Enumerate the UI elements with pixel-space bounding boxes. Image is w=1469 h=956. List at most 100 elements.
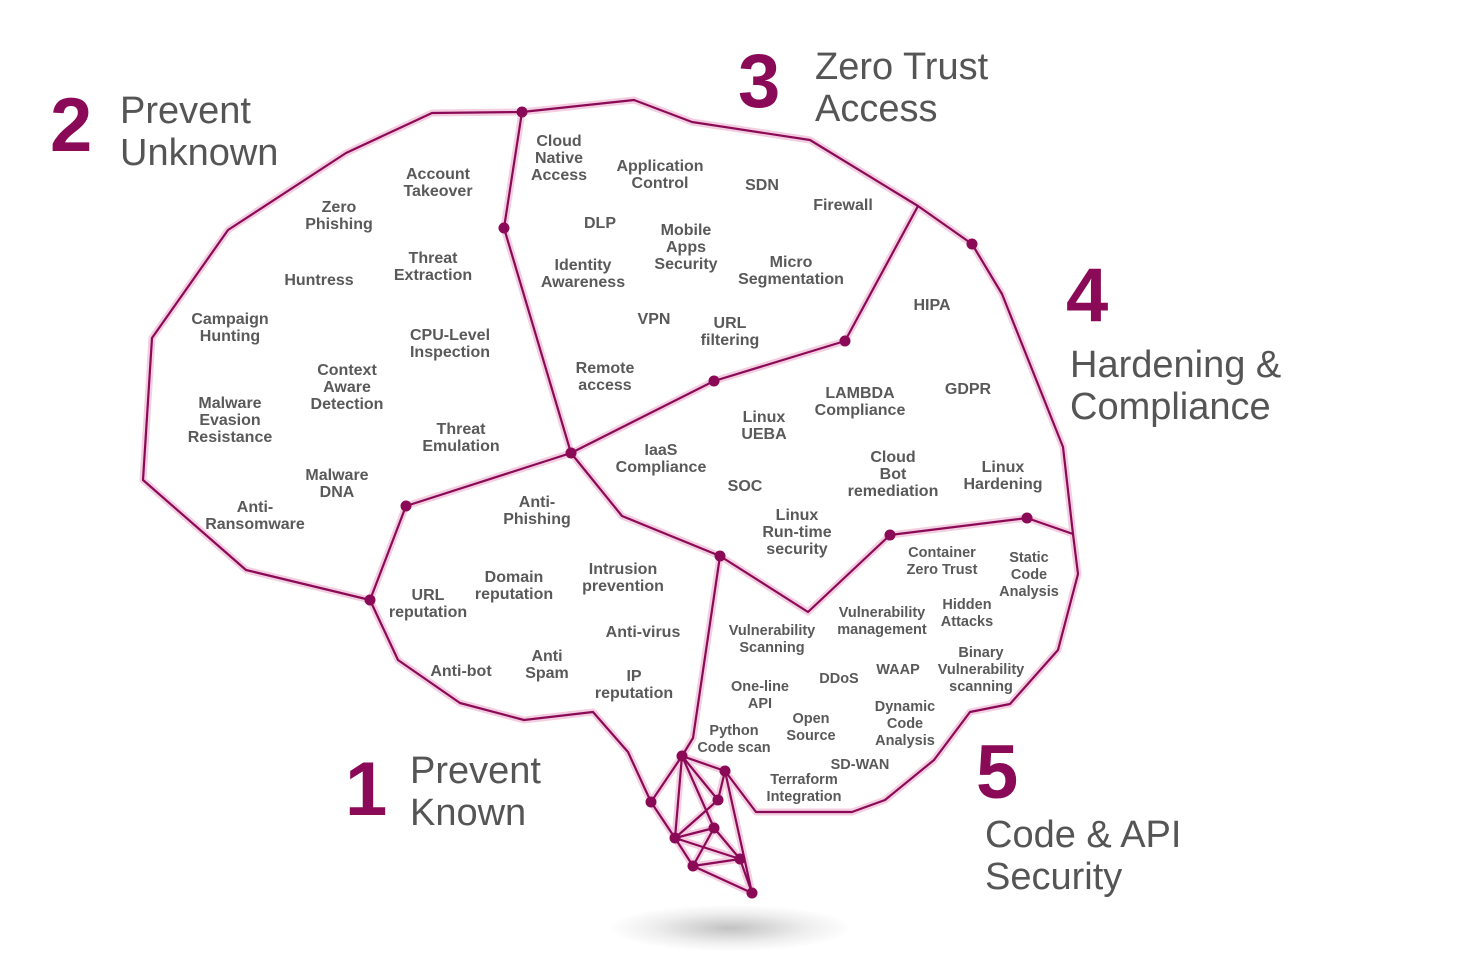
capability-label-line: Mobile bbox=[660, 222, 712, 239]
capability-label-line: Anti bbox=[531, 648, 563, 665]
capability-label-line: DDoS bbox=[819, 671, 859, 687]
node-dot bbox=[714, 550, 726, 562]
capability-label-line: management bbox=[837, 622, 927, 638]
capability-label-line: LAMBDA bbox=[825, 385, 895, 402]
capability-label-line: Malware bbox=[305, 467, 369, 484]
capability-label-line: Cloud bbox=[536, 133, 582, 150]
capability-label: GDPR bbox=[945, 381, 991, 398]
capability-label-line: Security bbox=[654, 256, 718, 273]
section-2-number: 2 bbox=[50, 83, 93, 168]
capability-label-line: Threat bbox=[436, 421, 486, 438]
capability-label-line: UEBA bbox=[741, 426, 787, 443]
capability-label-line: URL bbox=[411, 587, 445, 604]
capability-label-line: Vulnerability bbox=[838, 605, 926, 621]
capability-label-line: Vulnerability bbox=[937, 662, 1025, 678]
capability-label-line: Cloud bbox=[870, 449, 916, 466]
capability-label-line: Emulation bbox=[422, 438, 500, 455]
node-dot bbox=[734, 853, 746, 865]
brain-shadow bbox=[610, 905, 850, 951]
capability-label: Anti-Phishing bbox=[503, 494, 571, 528]
capability-label-line: Vulnerability bbox=[728, 623, 816, 639]
capability-label-line: Micro bbox=[769, 254, 813, 271]
capability-label-line: Malware bbox=[198, 395, 262, 412]
section-1-number: 1 bbox=[345, 747, 388, 832]
capability-label-line: reputation bbox=[594, 685, 674, 702]
node-dot bbox=[708, 822, 720, 834]
capability-label: Huntress bbox=[284, 272, 353, 289]
capability-label-line: Domain bbox=[484, 569, 544, 586]
capability-label: Anti-bot bbox=[430, 663, 491, 680]
capability-label-line: Spam bbox=[525, 665, 569, 682]
connector-line bbox=[569, 204, 920, 455]
node-dot bbox=[839, 335, 851, 347]
capability-label-line: VPN bbox=[637, 311, 671, 328]
capability-label-line: DLP bbox=[584, 215, 616, 232]
capability-label-line: Remote bbox=[575, 360, 635, 377]
capability-label-line: Integration bbox=[766, 789, 842, 805]
capability-label-line: Extraction bbox=[393, 267, 473, 284]
node-dot bbox=[746, 887, 758, 899]
capability-label-line: Apps bbox=[665, 239, 706, 256]
capability-label-line: Compliance bbox=[814, 402, 906, 419]
capability-label-line: Segmentation bbox=[738, 271, 844, 288]
capability-label-line: Campaign bbox=[191, 311, 269, 328]
capability-label: DDoS bbox=[819, 671, 858, 688]
node-dot bbox=[719, 765, 731, 777]
capability-label: WAAP bbox=[876, 662, 920, 679]
capability-label-line: Code bbox=[886, 716, 924, 732]
capability-label-line: Intrusion bbox=[588, 561, 658, 578]
capability-label-line: Phishing bbox=[305, 216, 373, 233]
capability-label-line: Anti-virus bbox=[605, 624, 681, 641]
node-dot bbox=[687, 860, 699, 872]
capability-label-line: Zero Trust bbox=[906, 562, 978, 578]
capability-label: SOC bbox=[728, 478, 763, 495]
capability-label-line: Linux bbox=[775, 507, 819, 524]
capability-label-line: Compliance bbox=[615, 459, 707, 476]
capability-label: SD-WAN bbox=[831, 757, 890, 774]
capability-label-line: reputation bbox=[388, 604, 468, 621]
section-5-number: 5 bbox=[976, 730, 1019, 815]
capability-label-line: filtering bbox=[700, 332, 760, 349]
capability-label-line: Scanning bbox=[739, 640, 805, 656]
capability-label-line: Linux bbox=[742, 409, 786, 426]
capability-label-line: remediation bbox=[847, 483, 939, 500]
capability-label-line: Phishing bbox=[503, 511, 571, 528]
capability-label-line: Native bbox=[534, 150, 584, 167]
capability-label: Anti-virus bbox=[606, 624, 681, 641]
capability-label-line: WAAP bbox=[876, 662, 920, 678]
capability-label-line: Control bbox=[631, 175, 689, 192]
node-dot bbox=[676, 750, 688, 762]
capability-label: VPN bbox=[638, 311, 671, 328]
capability-label: HIPA bbox=[913, 297, 950, 314]
capability-label-line: Binary bbox=[958, 645, 1004, 661]
capability-label-line: Firewall bbox=[813, 197, 873, 214]
capability-label-line: Code scan bbox=[697, 740, 771, 756]
node-dot bbox=[669, 832, 681, 844]
capability-label-line: Threat bbox=[408, 250, 458, 267]
capability-label-line: Run-time bbox=[762, 524, 832, 541]
